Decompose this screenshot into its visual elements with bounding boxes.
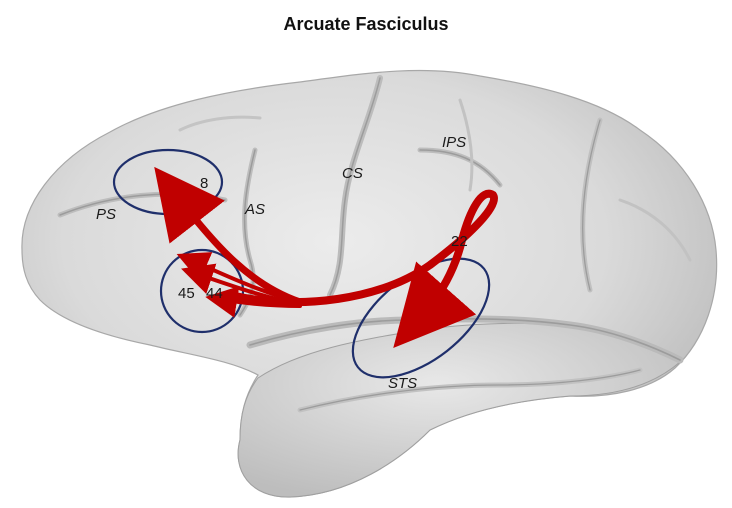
tract-to-area-8 [154, 166, 304, 306]
label-ips: IPS [442, 134, 466, 151]
tract-main-to-sts [231, 189, 498, 348]
label-area-44: 44 [206, 285, 223, 302]
label-as: AS [244, 201, 265, 218]
label-area-8: 8 [200, 175, 208, 192]
label-area-22: 22 [451, 233, 468, 250]
tract-to-area-45-mid [181, 263, 302, 306]
label-sts: STS [388, 375, 417, 392]
tract-to-area-44 [205, 286, 302, 318]
label-cs: CS [342, 165, 363, 182]
label-ps: PS [96, 206, 116, 223]
label-area-45: 45 [178, 285, 195, 302]
arcuate-fasciculus-tract [154, 166, 498, 348]
diagram-title: Arcuate Fasciculus [283, 14, 449, 34]
